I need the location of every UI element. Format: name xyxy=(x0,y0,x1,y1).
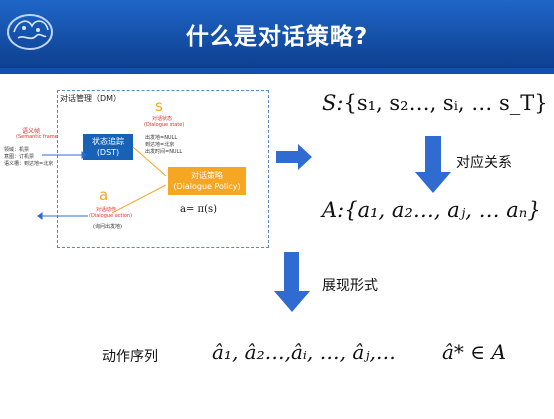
a-star-member: â* ∈ A xyxy=(442,340,506,364)
header-strip xyxy=(0,68,554,74)
policy-formula: a= π(s) xyxy=(180,204,218,215)
action-note: (询问出发地) xyxy=(93,224,122,230)
action-cn: 对话动作 xyxy=(96,207,117,213)
mapping-label: 对应关系 xyxy=(456,155,512,171)
semantic-frame-en: (Semantic frame) xyxy=(16,134,60,140)
form-label: 展现形式 xyxy=(322,278,378,294)
a-label: A: xyxy=(322,198,345,222)
state-line-3: 出发时间=NULL xyxy=(145,149,183,155)
header-bar xyxy=(0,0,554,68)
state-line-1: 出发地=NULL xyxy=(145,135,178,141)
s-elements: {s₁, s₂…, sᵢ, … s_T} xyxy=(343,91,548,115)
dm-label: 对话管理（DM） xyxy=(60,94,122,103)
semantic-line-1: 领域：机票 xyxy=(4,147,30,153)
action-sequence: â₁, â₂…,âᵢ, …, âⱼ,… xyxy=(212,340,396,364)
dst-box: 状态追踪 (DST) xyxy=(83,134,133,160)
semantic-line-2: 意图：订机票 xyxy=(4,154,35,160)
state-line-2: 到达地=北京 xyxy=(145,142,175,148)
a-set: A:{a₁, a₂…, aⱼ, … aₙ} xyxy=(322,198,541,222)
down-arrow-icon-2 xyxy=(274,252,310,312)
policy-en: (Dialogue Policy) xyxy=(173,182,241,191)
s-set: S:{s₁, s₂…, sᵢ, … s_T} xyxy=(322,91,548,115)
action-en: (Dialogue action) xyxy=(89,213,133,219)
a-elements: {a₁, a₂…, aⱼ, … aₙ} xyxy=(344,198,541,222)
action-symbol: a xyxy=(99,186,109,204)
semantic-frame-cn: 语义帧 xyxy=(22,128,41,135)
semantic-line-3: 语义槽：到达地=北京 xyxy=(4,161,54,167)
dst-cn: 状态追踪 xyxy=(92,137,124,146)
state-en: (Dialogue state) xyxy=(144,122,185,128)
right-arrow-icon xyxy=(276,144,312,170)
down-arrow-icon-1 xyxy=(415,136,451,193)
page-title: 什么是对话策略? xyxy=(185,24,369,50)
policy-box: 对话策略 (Dialogue Policy) xyxy=(168,167,246,195)
policy-cn: 对话策略 xyxy=(191,171,223,180)
brain-logo-icon xyxy=(7,14,53,50)
state-symbol: s xyxy=(155,97,163,115)
state-cn: 对话状态 xyxy=(152,116,173,122)
s-label: S: xyxy=(322,91,344,115)
dst-en: (DST) xyxy=(96,148,120,157)
sequence-label: 动作序列 xyxy=(102,349,158,365)
